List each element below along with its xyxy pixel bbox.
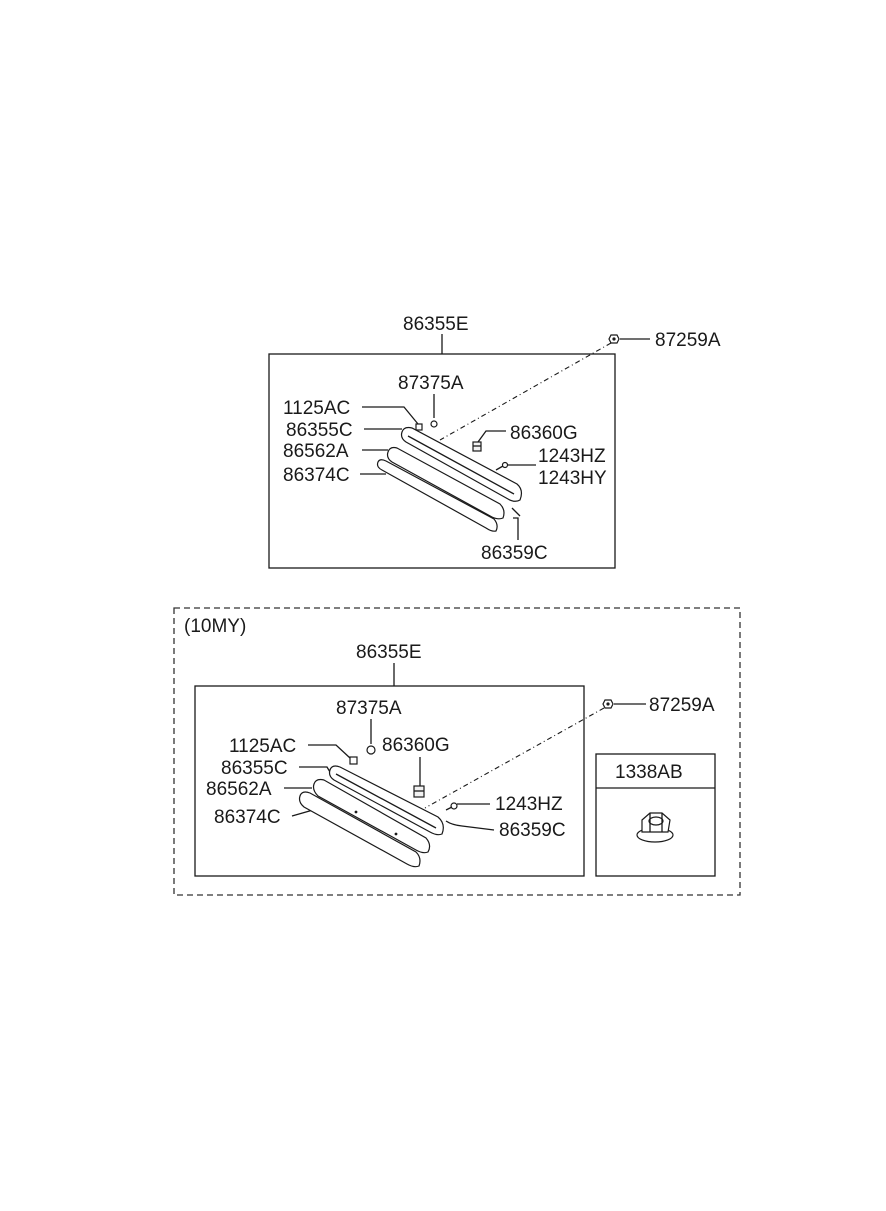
part-label-molding-end: 86359C: [481, 543, 548, 564]
part-label-fastener: 86360G: [510, 423, 578, 444]
screw-icon: [349, 756, 358, 765]
clip-icon: [430, 420, 438, 428]
part-label-screw-hz: 1243HZ: [538, 446, 606, 467]
grille-strip-middle: [312, 778, 431, 854]
part-label-nut: 87259A: [655, 330, 721, 351]
grille-strip-middle: [386, 446, 505, 520]
grille-strip-upper: [400, 426, 523, 502]
leader-line: [299, 766, 331, 773]
part-label-grille-cover: 86355C: [221, 758, 288, 779]
clip-icon: [366, 745, 376, 755]
part-label-fastener: 86360G: [382, 735, 450, 756]
leader-line: [308, 744, 351, 759]
dashed-leader: [424, 707, 605, 809]
variant-frame: [173, 607, 741, 896]
molding-end-icon: [511, 507, 521, 517]
dashed-leader: [439, 342, 612, 441]
screw-icon: [495, 461, 509, 471]
fastener-icon: [413, 785, 425, 798]
inset-box: 1338AB: [595, 753, 716, 877]
fastener-icon: [472, 441, 482, 452]
leader-line: [477, 430, 506, 443]
part-label-screw: 1125AC: [283, 398, 350, 419]
part-label-screw-hy: 1243HY: [538, 468, 607, 489]
part-label-garnish: 86562A: [206, 779, 272, 800]
part-label-assembly: 86355E: [356, 642, 422, 663]
diagram-a: 86355E 87259A 87375A 1125AC 86355C 86360…: [268, 314, 721, 569]
part-label-assembly: 86355E: [403, 314, 469, 335]
part-label-screw-hz: 1243HZ: [495, 794, 563, 815]
diagram-b: (10MY) 86355E 87259A 87375A 1125AC 86360…: [173, 607, 741, 896]
leader-line: [362, 406, 419, 425]
part-label-molding: 86374C: [283, 465, 350, 486]
part-label-screw: 1125AC: [229, 736, 296, 757]
part-label-clip: 87375A: [398, 373, 464, 394]
leader-line: [513, 517, 519, 540]
nut-icon: [602, 699, 614, 709]
grille-strip-lower: [298, 791, 421, 868]
part-label-molding: 86374C: [214, 807, 281, 828]
part-label-nut: 87259A: [649, 695, 715, 716]
grille-strip-upper: [328, 765, 444, 836]
grille-strip-lower: [376, 459, 498, 532]
screw-icon: [445, 802, 458, 811]
flange-nut-icon: [636, 812, 674, 843]
part-label-grille-cover: 86355C: [286, 420, 353, 441]
part-label-inset: 1338AB: [615, 762, 683, 783]
part-label-molding-end: 86359C: [499, 820, 566, 841]
leader-line: [445, 820, 495, 831]
part-label-garnish: 86562A: [283, 441, 349, 462]
nut-icon: [608, 334, 620, 344]
variant-label: (10MY): [184, 616, 246, 637]
part-label-clip: 87375A: [336, 698, 402, 719]
assembly-frame: [194, 685, 585, 877]
screw-icon: [415, 423, 423, 431]
